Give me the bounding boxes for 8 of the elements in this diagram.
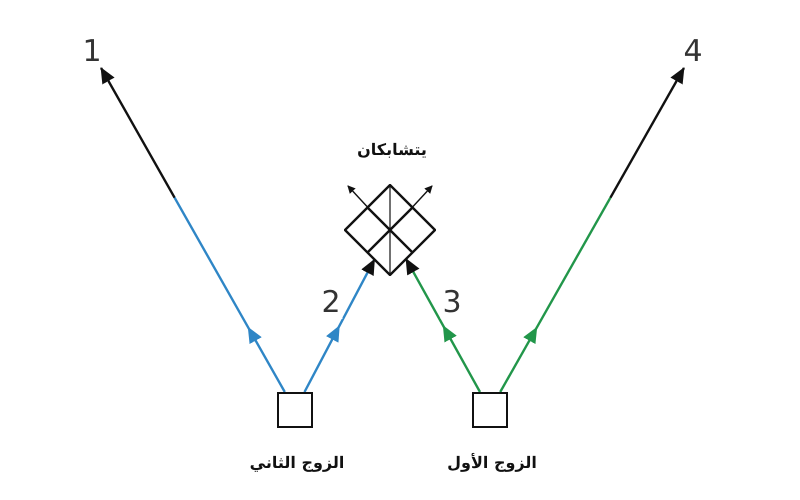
beam-splitter-diamond xyxy=(344,184,436,276)
node-caption: يتشابكان xyxy=(357,140,427,160)
node-caption: الزوج الأول xyxy=(447,453,537,473)
number-label: 1 xyxy=(82,36,102,68)
node-caption: الزوج الثاني xyxy=(250,453,344,473)
square-box xyxy=(472,392,508,428)
number-label: 4 xyxy=(683,36,703,68)
square-box xyxy=(277,392,313,428)
